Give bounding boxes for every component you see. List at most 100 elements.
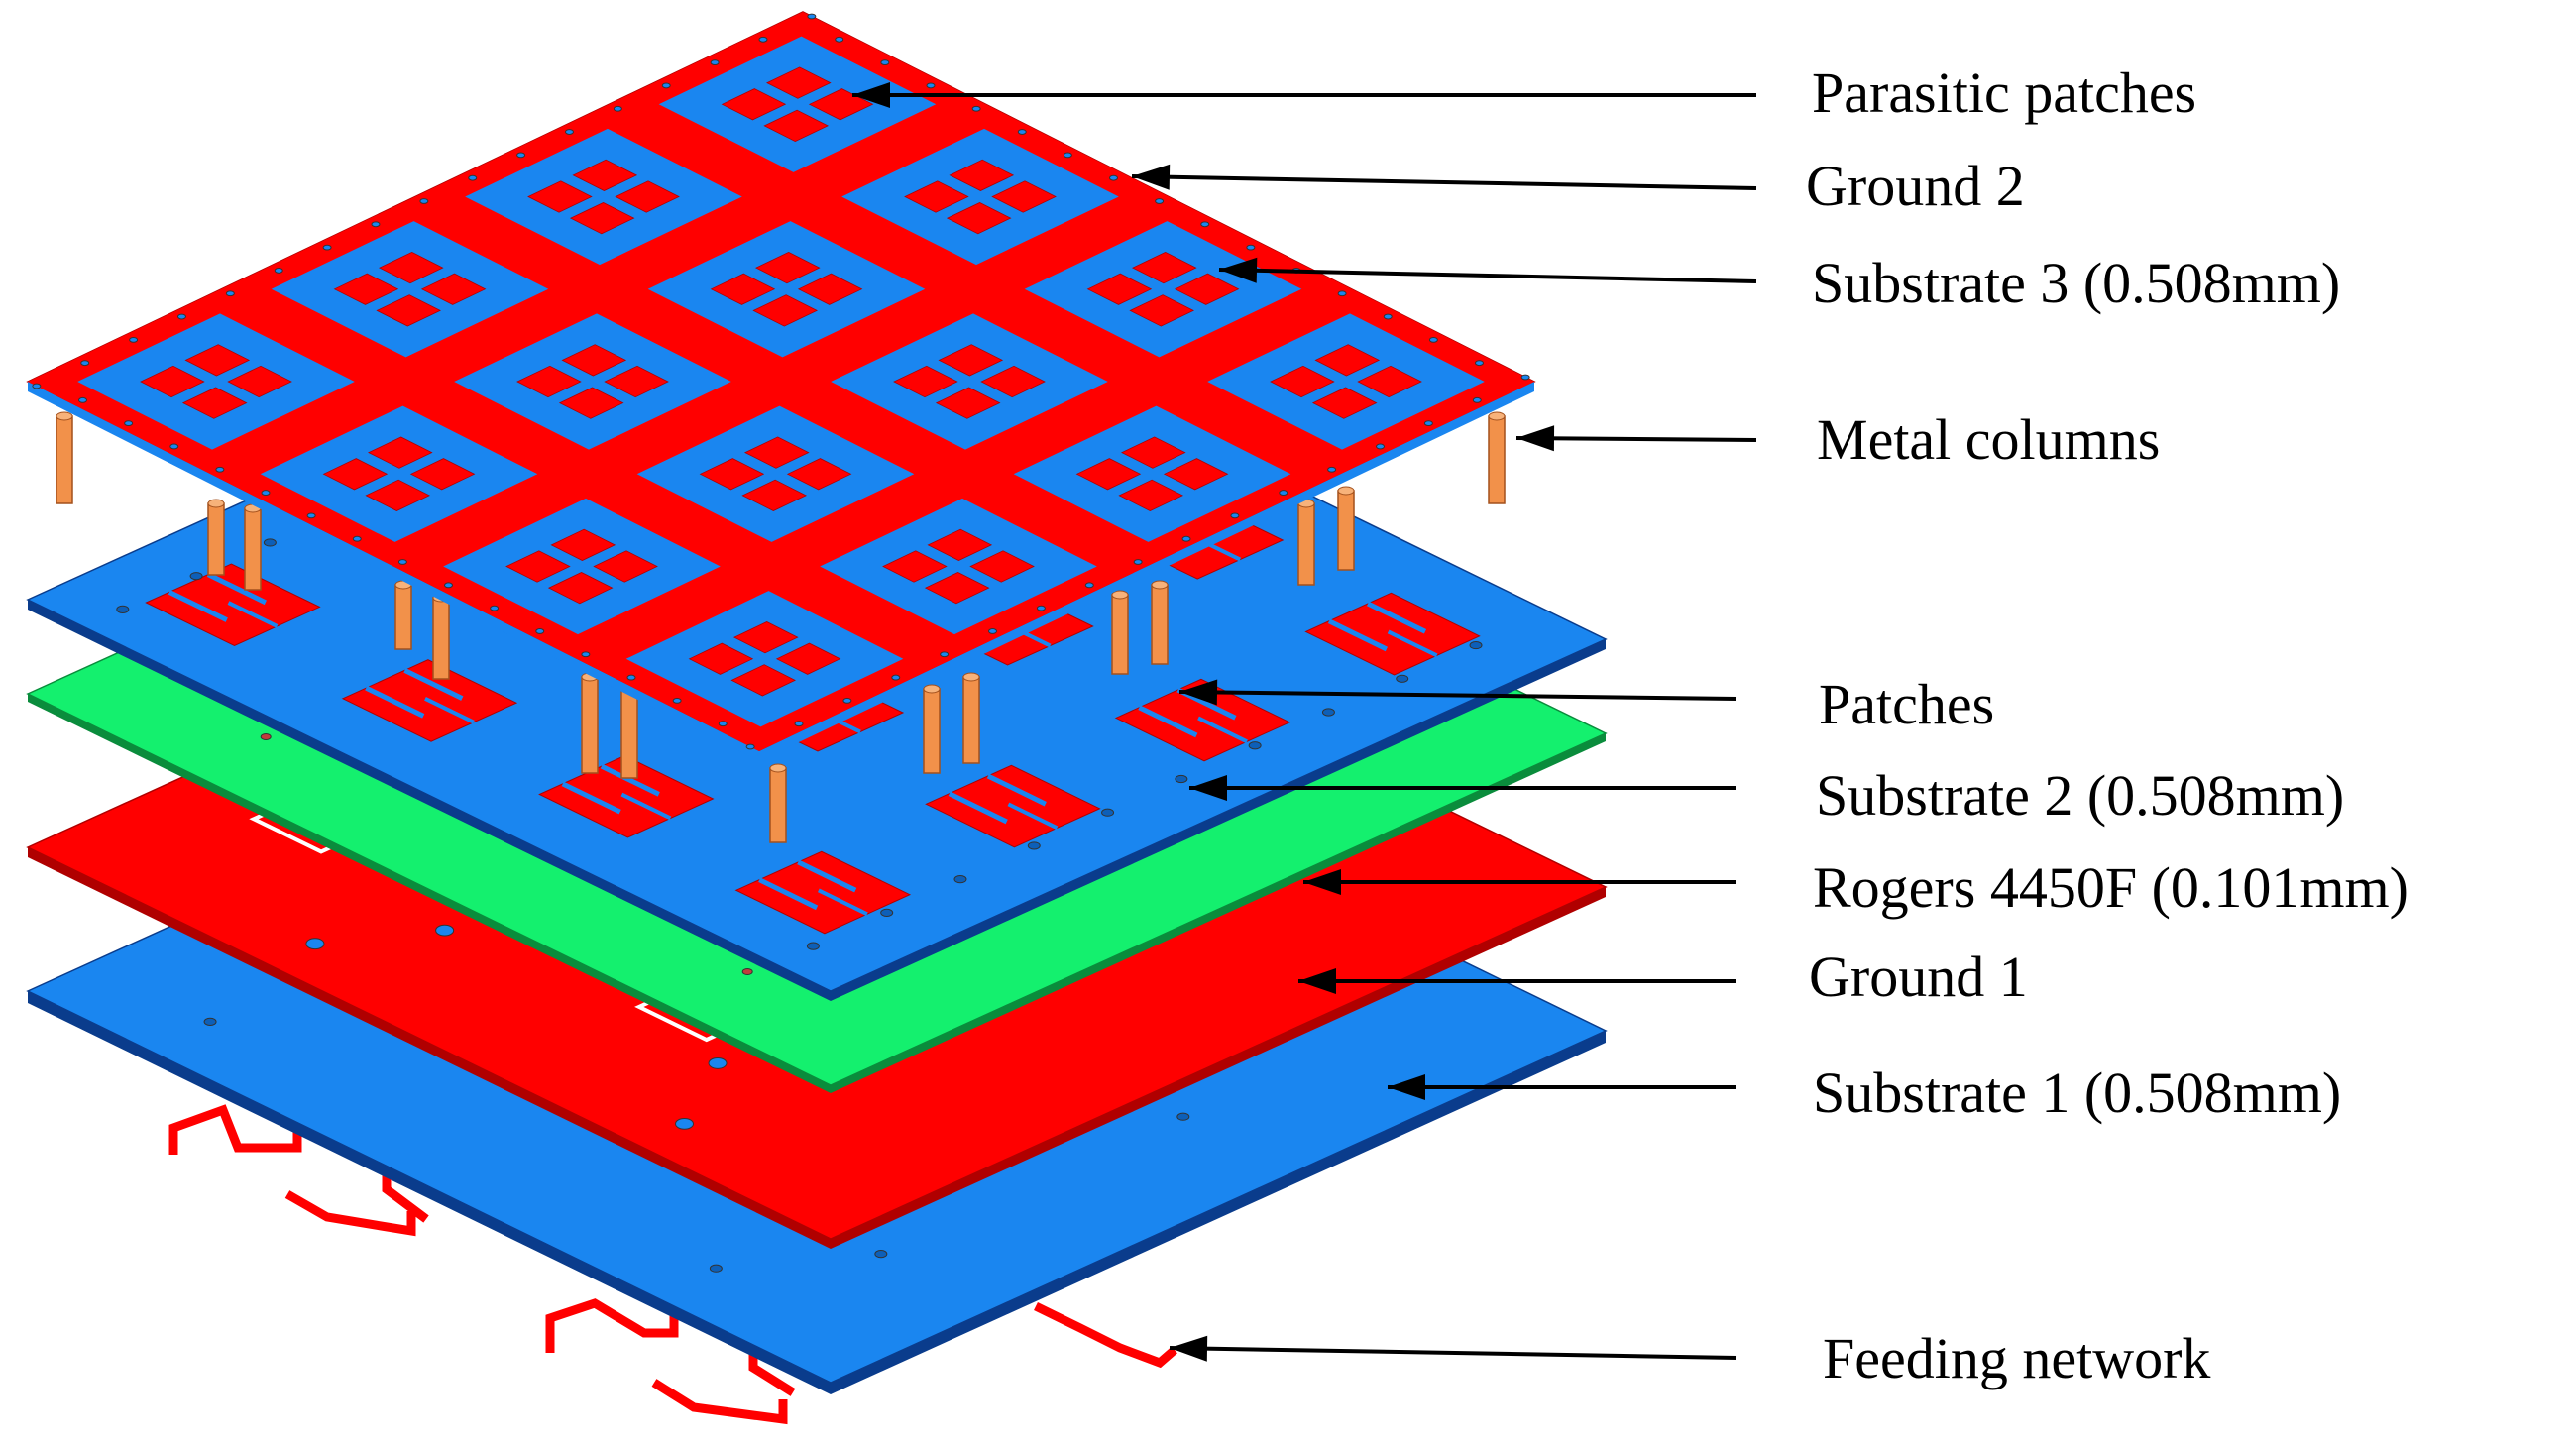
driven-patch-slot [986,773,1047,807]
arrow-ground-2-head [1132,164,1171,190]
ground-2-via [710,59,720,66]
driven-patch-gap [1387,629,1438,658]
parasitic-patch [1311,387,1378,419]
ground-2-via [835,36,844,43]
ground-2-via [1230,512,1240,519]
ground-2-aperture [1013,405,1291,542]
substrate-2-via [1469,640,1483,650]
ground-2-aperture [443,498,721,635]
parasitic-patch [593,550,658,583]
driven-patch-slot [1138,705,1198,738]
ground-1-hole [675,1118,695,1130]
label-substrate-2: Substrate 2 (0.508mm) [1816,763,2344,828]
metal-column [244,507,262,591]
ground-2-via [215,466,225,473]
substrate-1-via [203,1017,217,1026]
ground-2-via [613,105,622,112]
ground-2-via [1474,360,1484,367]
ground-2-via [468,174,478,181]
metal-column [923,688,941,774]
parasitic-patch [732,621,799,654]
parasitic-patch [1174,273,1240,305]
ground-2-via [322,244,332,251]
ground-2-aperture [1207,313,1485,450]
driven-patch-gap [1007,802,1059,831]
substrate-2-via [806,942,820,950]
ground-2-via [1200,221,1210,228]
substrate-2-side-left [28,600,831,1001]
parasitic-patch [181,387,248,419]
substrate-2-via [953,875,967,884]
ground-2-aperture [831,313,1108,450]
parasitic-patch [786,458,852,491]
ground-1-hole [708,1057,728,1069]
metal-column [962,676,980,764]
metal-column [1151,584,1169,665]
ground-2-aperture [271,221,549,358]
parasitic-patch [333,273,399,305]
parasitic-patch [1357,365,1422,398]
ground-2-via [1246,244,1256,251]
parasitic-patch [505,550,571,583]
parasitic-patch [1075,458,1142,491]
ground-2-via [988,628,998,634]
arrow-substrate-3-head [1219,257,1258,283]
parasitic-patch [367,436,433,469]
ground-2-via [971,105,981,112]
label-patches: Patches [1819,672,1994,736]
metal-column [394,584,412,650]
ground-2-via [1337,290,1347,297]
ground-2-via [661,82,671,89]
parasitic-patch [721,88,787,121]
ground-2-via [745,743,755,750]
parasitic-patch [378,251,444,284]
ground-2-via [490,605,500,611]
substrate-2-via [189,572,203,581]
ground-2-aperture [820,498,1097,635]
metal-column-cap [769,763,787,773]
feed-trace-left-b [284,1190,416,1237]
metal-column-cap [923,684,941,694]
callout-labels: Parasitic patches Ground 2 Substrate 3 (… [1806,60,2408,1390]
driven-patch-slot [365,685,425,719]
ground-2-via [626,674,636,681]
arrow-metal-columns [1515,436,1757,442]
ground-2-via [1036,605,1046,611]
driven-patch-slot [206,572,267,606]
driven-patch-slot [600,763,660,797]
ground-2-via [891,674,901,681]
substrate-1-via [874,1250,888,1259]
parasitic-patch [797,273,863,305]
substrate-3-edge-right [759,382,1534,761]
ground-2-via [274,268,283,274]
ground-2-via [176,313,186,320]
parasitic-patch [882,550,948,583]
substrate-2-via [1321,708,1335,717]
parasitic-patch [969,550,1035,583]
metal-column-cap [1111,590,1129,600]
label-feeding-network: Feeding network [1823,1326,2210,1390]
label-ground-2: Ground 2 [1806,154,2025,218]
ground-2-via [1279,490,1288,496]
ground-1-side-right [831,887,1606,1249]
ground-2-via [1084,582,1094,589]
ground-2-via [1063,152,1072,159]
parasitic-patch [775,642,841,675]
ground-2-via [1376,443,1386,450]
driven-patch-gap [620,792,672,821]
ground-2-via [1383,313,1393,320]
parasitic-patch [1314,344,1381,377]
driven-patch-gap [424,697,475,724]
driven-patch-slot [1366,601,1427,634]
arrow-substrate-1-head [1388,1074,1425,1100]
ground-2-via [807,13,817,20]
ground-2-via [371,221,381,228]
parasitic-patch [604,365,669,398]
arrow-patches-head [1179,679,1218,706]
parasitic-patch [420,273,487,305]
rogers-4450f-via [260,733,272,740]
arrow-patches [1178,690,1737,701]
metal-column [432,597,450,680]
arrow-ground-1-head [1298,968,1336,994]
